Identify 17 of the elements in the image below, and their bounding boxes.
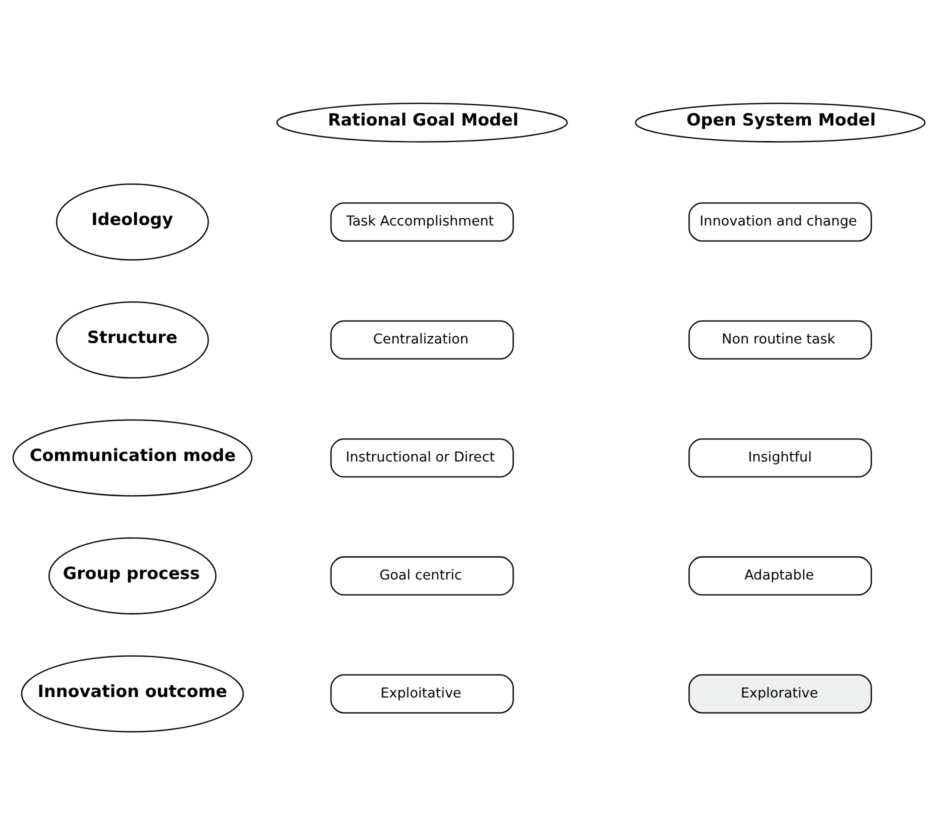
node-ellipse: Open System Model [634,102,926,142]
node-ellipse: Structure [55,301,208,379]
node-ellipse: Group process [48,537,216,614]
node-box: Innovation and change [688,202,872,242]
node-box: Explorative [688,674,872,714]
node-ellipse: Innovation outcome [20,655,244,732]
node-ellipse: Communication mode [12,419,252,496]
node-box: Adaptable [688,556,872,596]
node-ellipse: Ideology [55,183,208,261]
node-ellipse: Rational Goal Model [276,102,568,142]
node-box: Non routine task [688,320,872,360]
node-box: Insightful [688,438,872,478]
node-box: Goal centric [330,556,514,596]
node-box: Centralization [330,320,514,360]
node-box: Task Accomplishment [330,202,514,242]
node-box: Exploitative [330,674,514,714]
node-box: Instructional or Direct [330,438,514,478]
